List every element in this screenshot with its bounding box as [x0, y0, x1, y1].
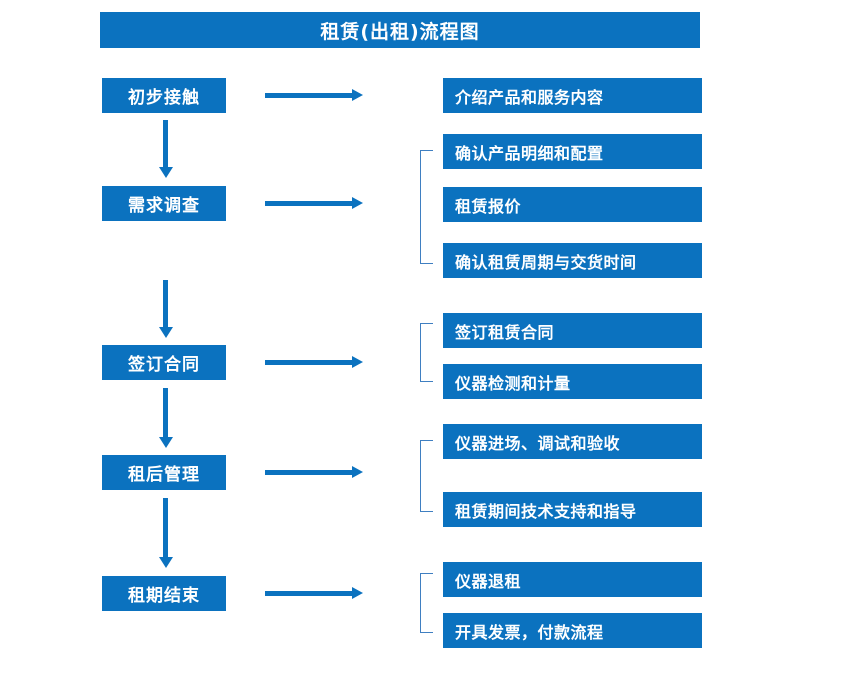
stage-box[interactable]: 租期结束	[102, 576, 226, 611]
arrow-shaft	[163, 498, 168, 558]
arrow-shaft	[265, 360, 353, 365]
stage-box[interactable]: 初步接触	[102, 78, 226, 113]
arrow-to-postrent-group-icon	[265, 464, 363, 480]
arrow-head	[159, 437, 173, 448]
detail-box[interactable]: 确认产品明细和配置	[443, 134, 702, 169]
arrow-contact-to-survey-icon	[159, 120, 173, 178]
arrow-head	[352, 89, 363, 101]
bracket-contract-group	[420, 323, 433, 382]
arrow-survey-to-contract-icon	[159, 280, 173, 338]
arrow-shaft	[265, 93, 353, 98]
arrow-head	[159, 167, 173, 178]
arrow-to-intro-icon	[265, 87, 363, 103]
arrow-head	[159, 327, 173, 338]
arrow-head	[352, 587, 363, 599]
arrow-head	[352, 197, 363, 209]
arrow-shaft	[265, 591, 353, 596]
detail-box[interactable]: 仪器检测和计量	[443, 364, 702, 399]
detail-box[interactable]: 确认租赁周期与交货时间	[443, 243, 702, 278]
detail-box[interactable]: 开具发票，付款流程	[443, 613, 702, 648]
bracket-end-group	[420, 573, 433, 633]
arrow-to-end-group-icon	[265, 585, 363, 601]
arrow-shaft	[163, 280, 168, 328]
arrow-shaft	[163, 388, 168, 438]
arrow-shaft	[163, 120, 168, 168]
stage-box[interactable]: 租后管理	[102, 455, 226, 490]
detail-box[interactable]: 介绍产品和服务内容	[443, 78, 702, 113]
arrow-head	[352, 356, 363, 368]
arrow-contract-to-postrent-icon	[159, 388, 173, 448]
detail-box[interactable]: 签订租赁合同	[443, 313, 702, 348]
arrow-postrent-to-end-icon	[159, 498, 173, 568]
arrow-shaft	[265, 470, 353, 475]
detail-box[interactable]: 仪器退租	[443, 562, 702, 597]
detail-box[interactable]: 租赁报价	[443, 187, 702, 222]
arrow-to-contract-group-icon	[265, 354, 363, 370]
arrow-shaft	[265, 201, 353, 206]
bracket-postrent-group	[420, 440, 433, 512]
arrow-head	[159, 557, 173, 568]
detail-box[interactable]: 仪器进场、调试和验收	[443, 424, 702, 459]
bracket-survey-group	[420, 150, 433, 264]
detail-box[interactable]: 租赁期间技术支持和指导	[443, 492, 702, 527]
flowchart-title: 租赁(出租)流程图	[100, 12, 700, 48]
stage-box[interactable]: 需求调查	[102, 186, 226, 221]
arrow-head	[352, 466, 363, 478]
stage-box[interactable]: 签订合同	[102, 345, 226, 380]
arrow-to-survey-group-icon	[265, 195, 363, 211]
